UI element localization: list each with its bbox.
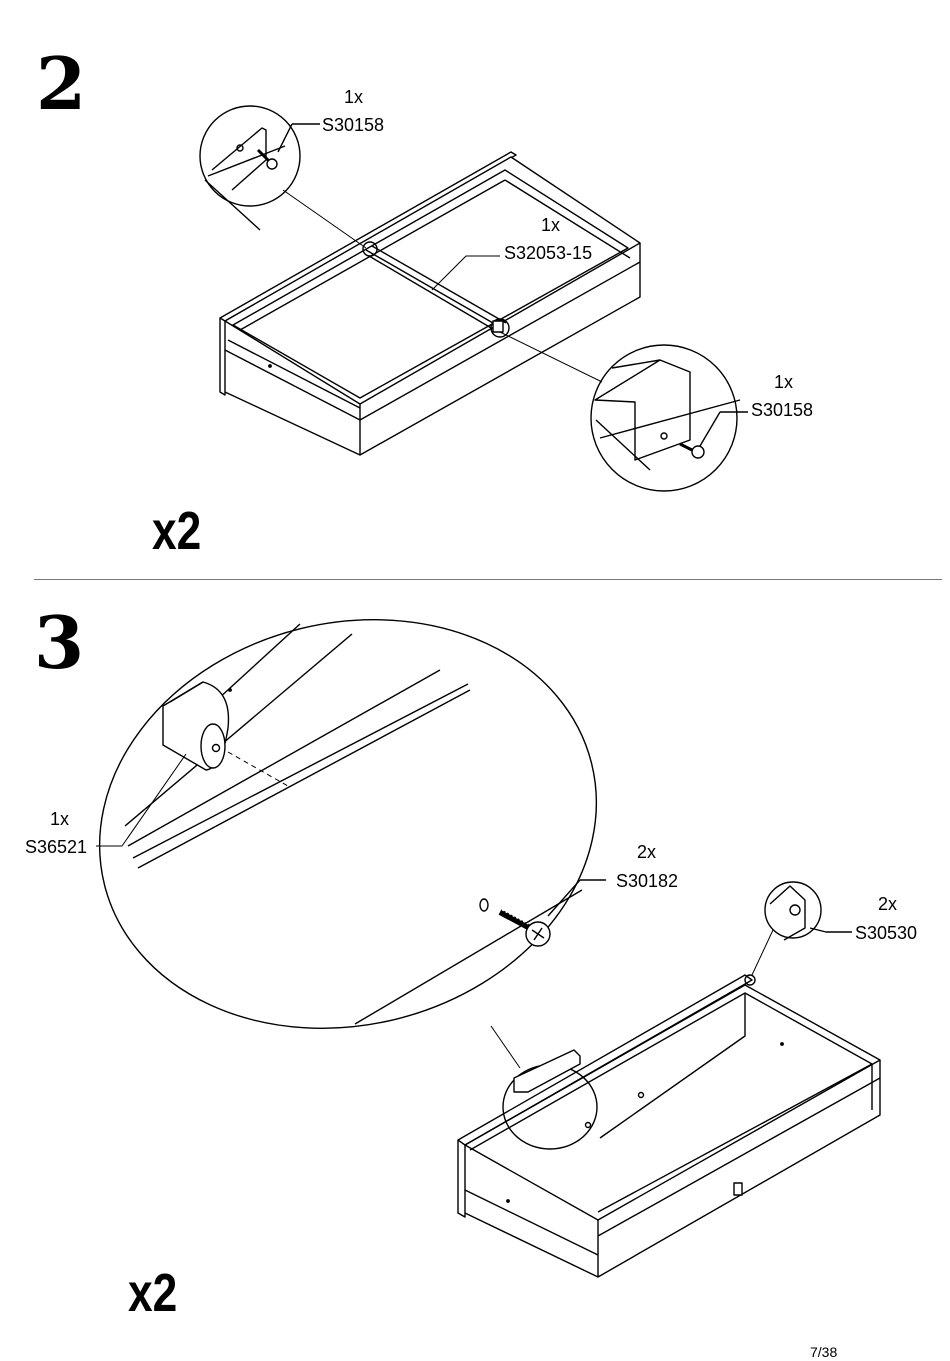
page-number: 7/38 (810, 1344, 838, 1360)
step-2-number: 2 (36, 41, 87, 126)
magnifier-large (56, 568, 640, 1080)
step-3-number: 3 (34, 600, 85, 685)
handle-leader (96, 754, 186, 846)
magnifier-upper (200, 106, 366, 248)
step2-callout-2-qty: 1x (541, 215, 561, 235)
step-divider (34, 579, 942, 580)
open-drawer (458, 975, 880, 1277)
magnifier-lower (500, 332, 748, 491)
step2-callout-3-qty: 1x (774, 372, 794, 392)
step3-callout-3-qty: 2x (878, 894, 898, 914)
step-2-multiplier: x2 (152, 501, 202, 561)
step3-callout-2-qty: 2x (637, 842, 657, 862)
rail-leader (432, 256, 500, 290)
step2-callout-1-part: S30158 (322, 115, 385, 135)
magnifier-drawer (491, 1026, 597, 1149)
step3-callout-3-part: S30530 (855, 923, 918, 943)
step2-callout-1-qty: 1x (344, 87, 364, 107)
step2-callout-2-part: S32053-15 (504, 243, 593, 263)
step3-callout-1-part: S36521 (25, 837, 88, 857)
step3-callout-2-part: S30182 (616, 871, 679, 891)
step3-callout-1-qty: 1x (50, 809, 70, 829)
step-3-multiplier: x2 (128, 1263, 178, 1323)
magnifier-corner (752, 882, 852, 975)
step2-callout-3-part: S30158 (751, 400, 814, 420)
